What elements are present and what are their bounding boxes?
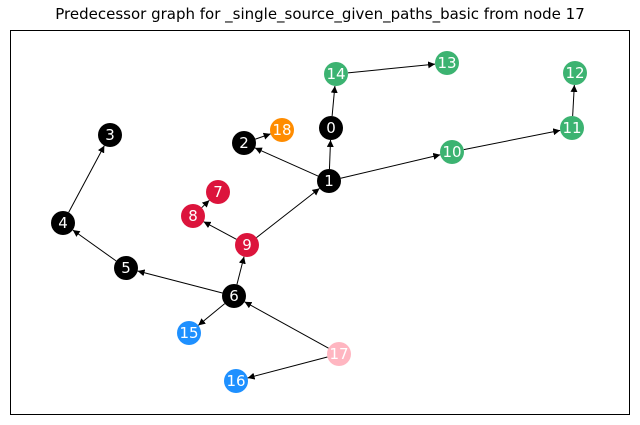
node-circle — [435, 51, 459, 75]
edge-17-to-6 — [244, 301, 329, 349]
node-circle — [317, 169, 341, 193]
edge-4-to-3 — [68, 145, 105, 213]
node-circle — [224, 369, 248, 393]
node-circle — [206, 180, 230, 204]
node-2: 2 — [232, 131, 256, 155]
node-circle — [222, 284, 246, 308]
edges-layer — [68, 61, 578, 380]
node-11: 11 — [560, 116, 584, 140]
edge-10-to-11 — [463, 128, 561, 151]
node-0: 0 — [319, 116, 343, 140]
node-label: 5 — [121, 259, 131, 277]
node-12: 12 — [563, 61, 587, 85]
edge-5-to-4 — [72, 229, 117, 262]
node-7: 7 — [206, 180, 230, 204]
plot-frame — [10, 30, 630, 415]
node-label: 16 — [226, 372, 245, 390]
node-circle — [563, 61, 587, 85]
edge-2-to-18 — [255, 132, 271, 140]
node-18: 18 — [270, 118, 294, 142]
edge-11-to-12 — [570, 84, 578, 117]
node-17: 17 — [327, 342, 351, 366]
edge-9-to-1 — [256, 187, 320, 239]
node-13: 13 — [435, 51, 459, 75]
node-circle — [51, 211, 75, 235]
node-label: 8 — [188, 207, 198, 225]
node-circle — [270, 118, 294, 142]
node-label: 14 — [326, 65, 345, 83]
node-label: 3 — [105, 126, 115, 144]
edge-6-to-9 — [236, 256, 246, 285]
node-circle — [177, 321, 201, 345]
diagram-title: Predecessor graph for _single_source_giv… — [55, 5, 585, 23]
node-label: 15 — [179, 324, 198, 342]
node-6: 6 — [222, 284, 246, 308]
node-9: 9 — [235, 233, 259, 257]
node-circle — [98, 123, 122, 147]
edge-8-to-7 — [201, 199, 210, 209]
edge-1-to-0 — [326, 139, 334, 170]
node-label: 12 — [565, 64, 584, 82]
edge-6-to-5 — [137, 269, 223, 294]
node-circle — [232, 131, 256, 155]
node-circle — [235, 233, 259, 257]
node-label: 1 — [324, 172, 334, 190]
node-label: 0 — [326, 119, 336, 137]
edge-9-to-8 — [203, 221, 237, 240]
node-circle — [327, 342, 351, 366]
node-1: 1 — [317, 169, 341, 193]
node-circle — [440, 140, 464, 164]
node-label: 2 — [239, 134, 249, 152]
node-label: 11 — [562, 119, 581, 137]
edge-1-to-10 — [340, 152, 441, 179]
node-label: 4 — [58, 214, 68, 232]
edge-1-to-2 — [254, 147, 319, 177]
node-5: 5 — [114, 256, 138, 280]
node-label: 17 — [329, 345, 348, 363]
edge-17-to-16 — [247, 356, 328, 380]
node-15: 15 — [177, 321, 201, 345]
node-14: 14 — [324, 62, 348, 86]
node-label: 13 — [437, 54, 456, 72]
node-circle — [324, 62, 348, 86]
node-circle — [114, 256, 138, 280]
edge-0-to-14 — [330, 85, 338, 117]
node-8: 8 — [181, 204, 205, 228]
node-circle — [560, 116, 584, 140]
edge-6-to-15 — [197, 303, 226, 326]
node-3: 3 — [98, 123, 122, 147]
edge-14-to-13 — [347, 61, 436, 74]
node-label: 6 — [229, 287, 239, 305]
node-4: 4 — [51, 211, 75, 235]
node-10: 10 — [440, 140, 464, 164]
node-16: 16 — [224, 369, 248, 393]
node-label: 7 — [213, 183, 223, 201]
node-label: 10 — [442, 143, 461, 161]
node-circle — [181, 204, 205, 228]
node-circle — [319, 116, 343, 140]
node-label: 18 — [272, 121, 291, 139]
node-label: 9 — [242, 236, 252, 254]
